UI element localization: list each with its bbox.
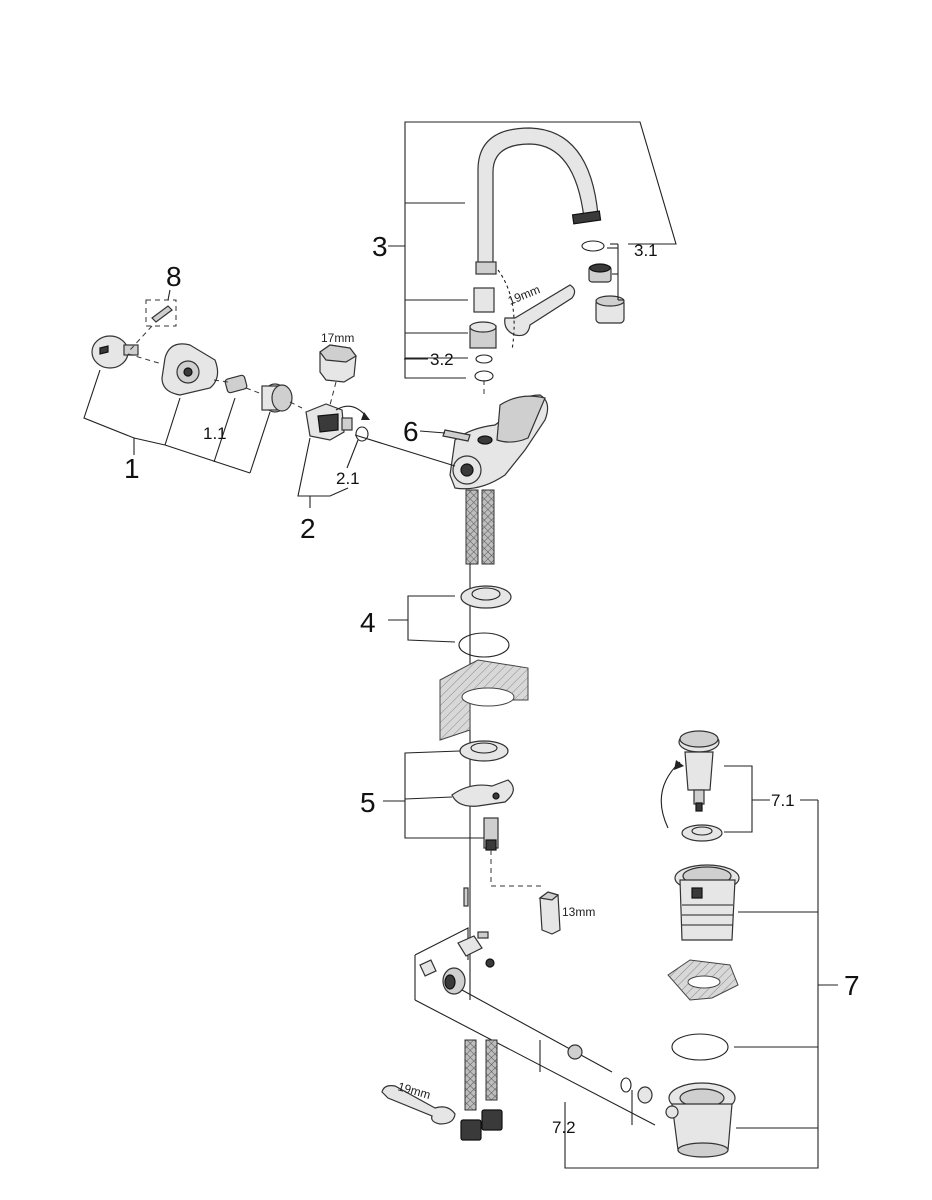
cartridge-icon [305,403,353,441]
pop-up-rod-lever-icon [442,429,471,442]
label-5: 5 [360,787,376,818]
waste-body-icon [674,864,740,941]
mixer-body-group: 6 [354,394,549,1000]
wrench-17mm-size: 17mm [321,331,354,345]
adapter-ring-icon [261,383,293,413]
hose-ends-group: 19mm [381,1039,503,1141]
basin-section-icon [439,659,529,741]
label-3-1: 3.1 [634,241,658,260]
mounting-group: 4 5 13mm [360,585,595,935]
handle-group: 1 1.1 8 [83,261,303,484]
label-7-1: 7.1 [771,791,795,810]
spout-icon [477,127,599,269]
clamp-block-icon [457,931,495,968]
hex-socket-13mm-icon [538,891,561,935]
label-7-2: 7.2 [552,1118,576,1137]
set-screw-1-1-icon [224,374,248,394]
wrench-19mm-top-icon [504,284,576,337]
hex-socket-17mm-icon [319,344,357,383]
lever-handle-icon [161,343,219,396]
pivot-ball-icon [567,1044,583,1060]
cap-button-icon [91,335,139,369]
label-3: 3 [372,231,388,262]
basin-drain-section-icon [667,959,739,1001]
supply-hose-left-icon [465,489,479,565]
mounting-flange-icon [460,585,512,609]
wrench-13mm-size: 13mm [562,905,595,919]
label-3-2: 3.2 [430,350,454,369]
cartridge-group: 17mm 2.1 2 [297,331,370,544]
threaded-stud-icon [483,817,499,851]
plug-seal-icon [681,824,723,842]
hose-nut-right-icon [481,1109,503,1131]
label-7: 7 [844,970,860,1001]
spout-nut-icon [469,321,497,349]
base-seal-ring-icon [458,632,510,658]
aerator-insert-icon [588,263,612,283]
supply-hose-right-icon [481,489,495,565]
label-8: 8 [166,261,182,292]
lower-washer-icon [459,740,509,762]
washer-3-2-icon [475,354,493,364]
wrench-19mm-bottom-icon [381,1085,456,1125]
wrench-19mm-top-size: 19mm [506,282,542,307]
spout-sleeve-icon [473,287,495,313]
drain-nut-icon [665,1082,736,1158]
pop-up-linkage-group: 7.2 [414,927,819,1169]
aerator-housing-icon [595,295,625,324]
spout-group: 3 3.1 3.2 19mm [372,121,677,395]
fixing-plate-icon [451,779,514,807]
drain-group: 7.1 7 [660,730,860,1158]
pop-up-plug-icon [678,730,720,812]
label-6: 6 [403,416,419,447]
label-1: 1 [124,453,140,484]
label-1-1: 1.1 [203,424,227,443]
o-ring-2-1-icon [355,426,369,442]
mixer-body-icon [449,394,549,490]
hose-nut-left-icon [460,1119,482,1141]
drain-seal-ring-icon [671,1033,729,1061]
label-2-1: 2.1 [336,469,360,488]
hex-key-8-icon [151,305,173,323]
label-4: 4 [360,607,376,638]
ball-joint-nut-icon [419,959,466,995]
label-2: 2 [300,513,316,544]
